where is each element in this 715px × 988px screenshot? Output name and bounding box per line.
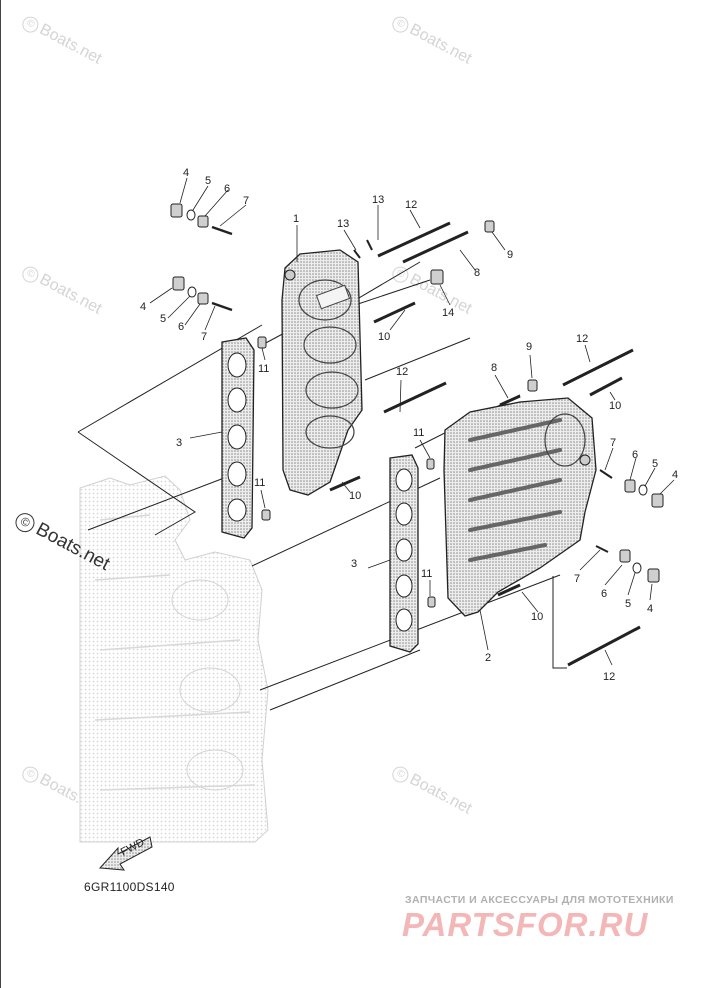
callout-11: 11 (254, 477, 265, 489)
callout-4: 4 (183, 167, 189, 179)
callout-5: 5 (652, 458, 658, 470)
callout-7: 7 (610, 437, 616, 449)
bolt (497, 583, 521, 597)
callout-6: 6 (224, 183, 230, 195)
callout-10: 10 (349, 490, 361, 502)
sensor (430, 269, 444, 285)
intake-manifold-upper (281, 249, 363, 496)
bolt (599, 469, 613, 479)
callout-12: 12 (405, 199, 417, 211)
dowel (353, 249, 361, 259)
dowel (427, 596, 436, 608)
callout-4: 4 (647, 603, 653, 615)
dowel (257, 336, 267, 349)
washer (187, 286, 197, 298)
nut (647, 568, 660, 583)
callout-7: 7 (201, 331, 207, 343)
callout-6: 6 (632, 449, 638, 461)
callout-1: 1 (293, 213, 299, 225)
long-bolt (377, 221, 451, 258)
callout-9: 9 (526, 341, 532, 353)
callout-11: 11 (258, 363, 269, 375)
callout-5: 5 (625, 598, 631, 610)
nut (651, 493, 664, 508)
dowel (426, 458, 435, 470)
callout-13: 13 (372, 194, 384, 206)
collar (197, 215, 209, 228)
callout-9: 9 (507, 249, 513, 261)
callout-3: 3 (351, 558, 357, 570)
stud (499, 394, 521, 407)
washer (632, 562, 642, 574)
long-bolt (562, 348, 634, 387)
callout-7: 7 (574, 573, 580, 585)
long-bolt (567, 625, 641, 667)
callout-labels: 1 2 3 3 4 4 4 4 5 5 5 5 6 6 6 6 7 7 7 7 … (140, 167, 678, 683)
collar (197, 292, 209, 305)
brand-logo: PARTSFOR.RU (402, 906, 649, 943)
dowel (261, 509, 271, 521)
engine-block-ghost (79, 475, 269, 843)
callout-11: 11 (421, 568, 432, 580)
callout-12: 12 (396, 366, 408, 378)
callout-12: 12 (576, 333, 588, 345)
diagram-code: 6GR1100DS140 (84, 880, 175, 894)
nut (527, 379, 538, 392)
long-bolt (383, 381, 447, 414)
callout-8: 8 (474, 267, 480, 279)
callout-11: 11 (413, 427, 424, 439)
callout-2: 2 (485, 652, 491, 664)
leader-lines (149, 177, 675, 666)
callout-10: 10 (531, 611, 543, 623)
bolt (589, 376, 623, 397)
callout-10: 10 (378, 331, 390, 343)
callout-3: 3 (176, 437, 182, 449)
brand-tagline: ЗАПЧАСТИ И АКСЕССУАРЫ ДЛЯ МОТОТЕХНИКИ (405, 894, 674, 906)
washer (186, 209, 196, 221)
intake-manifold-lower (443, 397, 597, 617)
callout-6: 6 (178, 321, 184, 333)
gasket-left (221, 337, 255, 539)
bolt (373, 301, 416, 324)
bolt (211, 301, 233, 312)
bolt (211, 225, 233, 236)
callout-4: 4 (140, 301, 146, 313)
dowel (366, 239, 373, 251)
bolt (595, 545, 609, 553)
bolt (329, 475, 361, 492)
collar (619, 549, 631, 563)
callout-8: 8 (491, 362, 497, 374)
callout-6: 6 (601, 588, 607, 600)
callout-5: 5 (160, 313, 166, 325)
callout-12: 12 (603, 671, 615, 683)
stud (402, 230, 469, 264)
nut (172, 276, 185, 291)
callout-10: 10 (609, 400, 621, 412)
callout-4: 4 (672, 469, 678, 481)
nut (484, 220, 495, 233)
gasket-right (389, 454, 419, 653)
callout-7: 7 (243, 195, 249, 207)
left-border (0, 0, 1, 988)
collar (624, 479, 636, 493)
nut (170, 203, 183, 218)
hardware-parts (170, 203, 664, 667)
callout-14: 14 (442, 307, 454, 319)
callout-13: 13 (337, 218, 349, 230)
washer (638, 484, 648, 496)
callout-5: 5 (205, 175, 211, 187)
